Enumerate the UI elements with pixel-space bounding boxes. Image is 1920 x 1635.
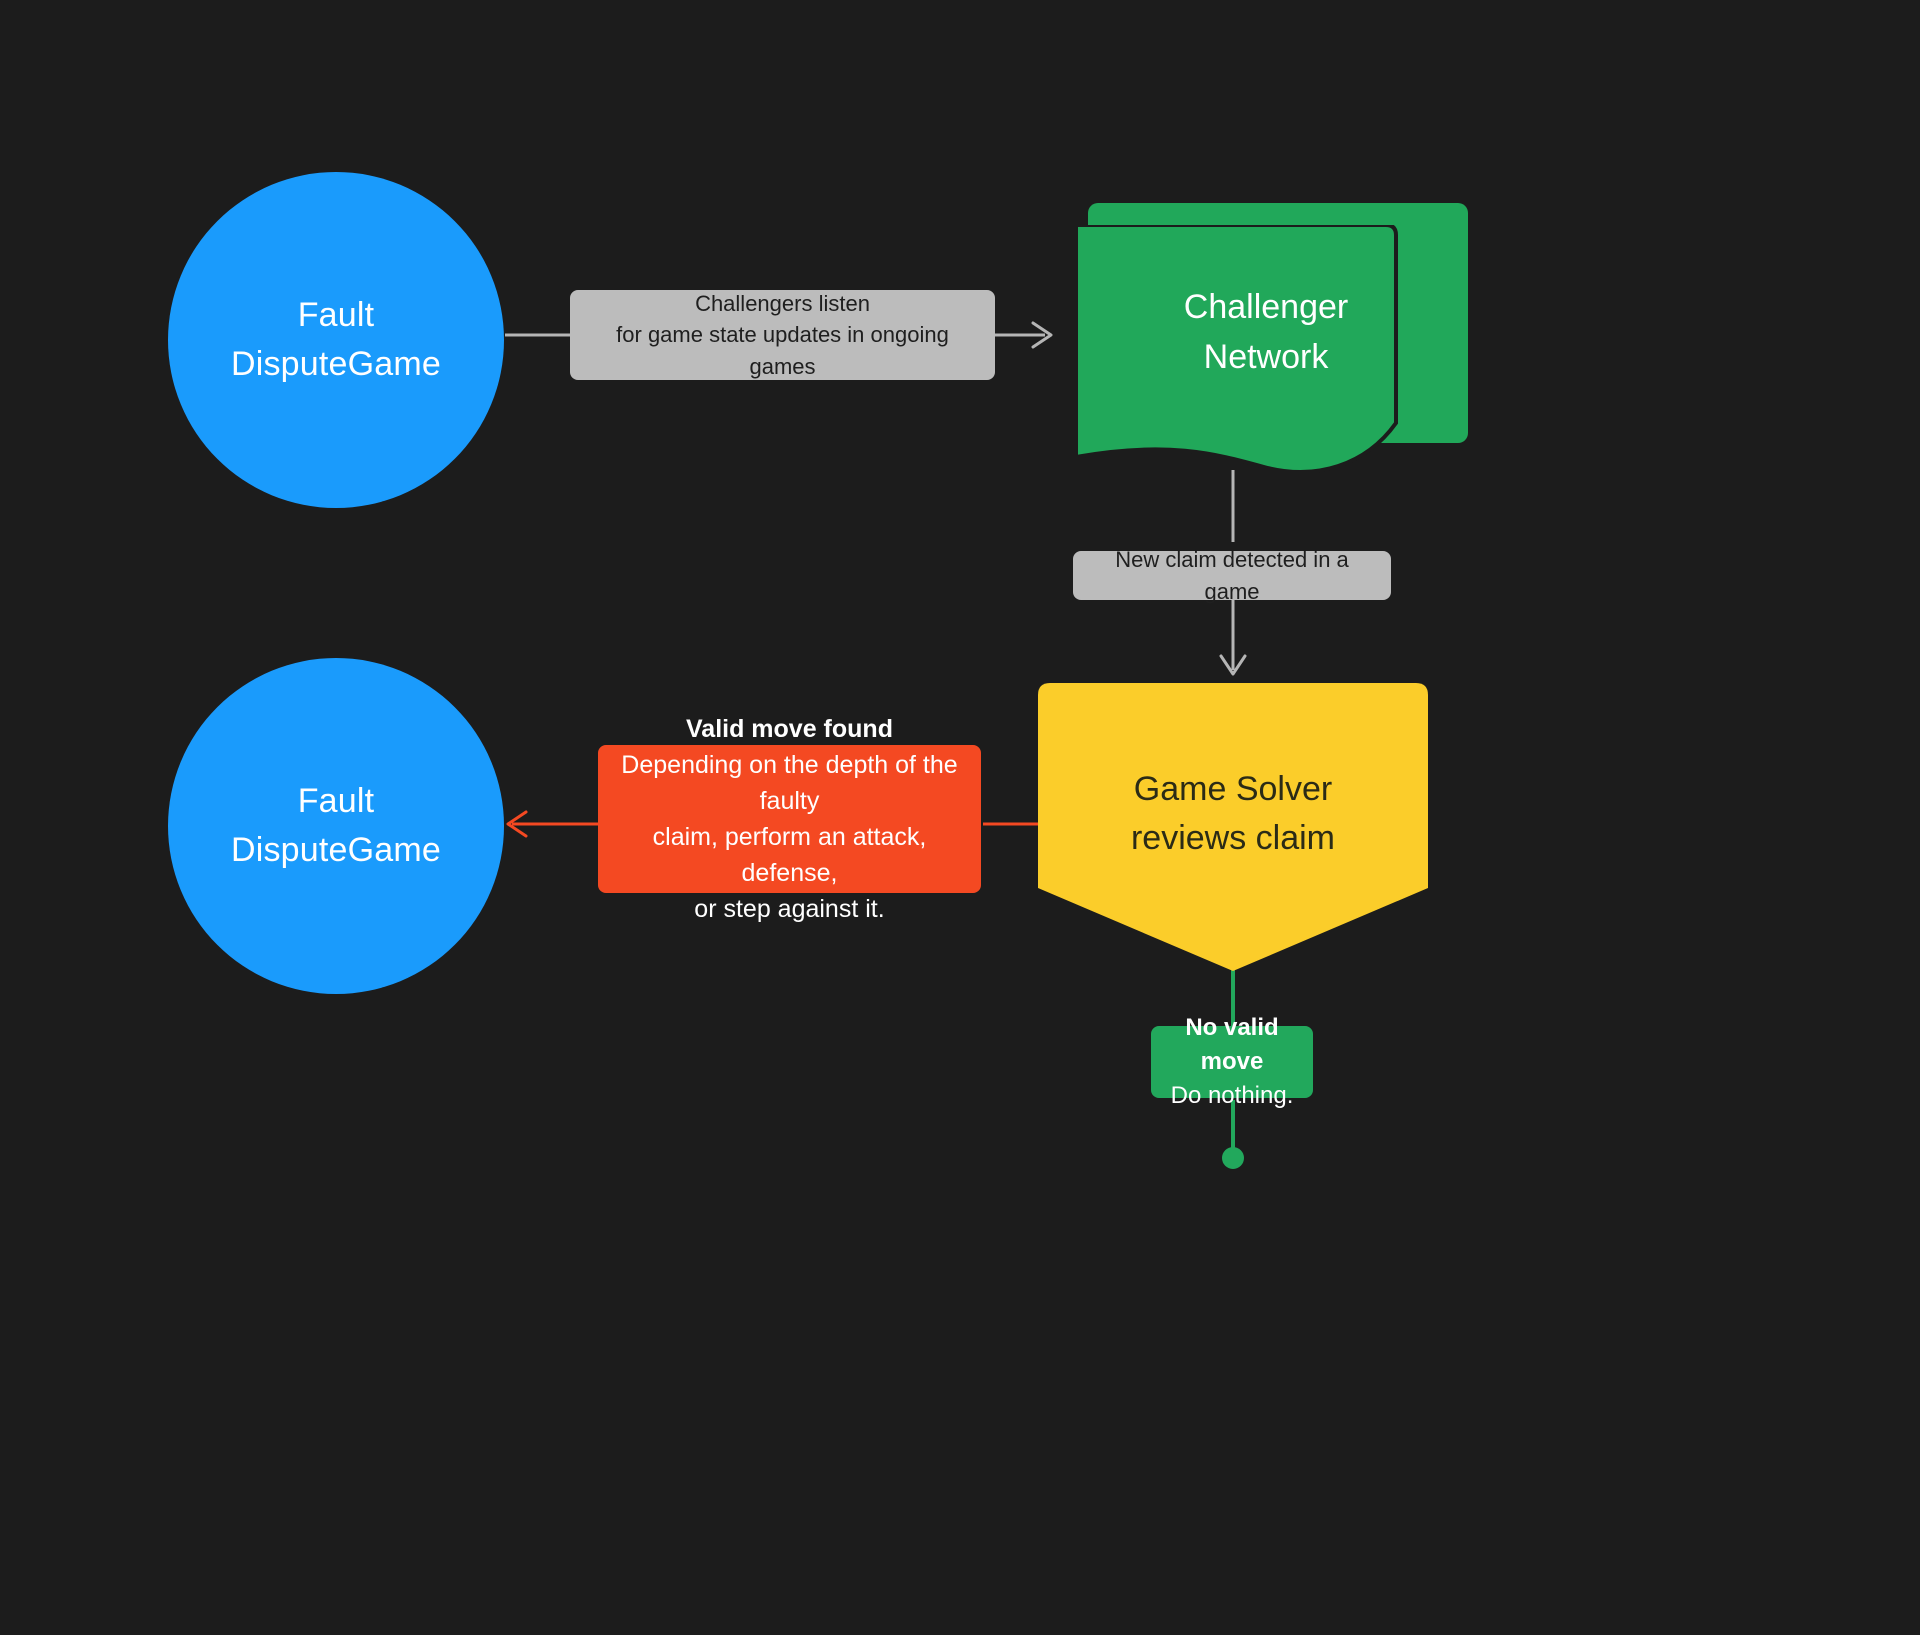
edge-label-line1: Challengers listen (695, 291, 870, 317)
edge-new-claim-connector (1216, 470, 1250, 685)
edge-listen-connector (505, 318, 1065, 352)
edge-label-line1: Depending on the depth of the faulty (621, 751, 958, 815)
node-fault-dispute-game-top[interactable]: Fault DisputeGame (168, 172, 504, 508)
edge-label-challengers-listen[interactable]: Challengers listen for game state update… (570, 290, 995, 380)
edge-label-line1: Do nothing. (1170, 1082, 1294, 1110)
edge-label-line3: or step against it. (694, 895, 885, 923)
edge-label-line2: claim, perform an attack, defense, (652, 823, 927, 887)
document-stack-front-sheet (1066, 225, 1466, 478)
node-challenger-network[interactable]: Challenger Network (1066, 203, 1468, 478)
edge-label-new-claim-detected[interactable]: New claim detected in a game (1073, 547, 1391, 604)
edge-label-line2: for game state updates in ongoing games (616, 322, 949, 379)
node-fault-dispute-game-bottom[interactable]: Fault DisputeGame (168, 658, 504, 994)
edge-label-title: No valid move (1185, 1013, 1279, 1075)
node-label-line1: Fault (297, 781, 375, 820)
edge-label-valid-move-found[interactable]: Valid move found Depending on the depth … (598, 715, 981, 923)
node-label-line1: Fault (297, 295, 375, 334)
edge-label-line1: New claim detected in a game (1115, 547, 1349, 604)
node-label-line2: DisputeGame (230, 831, 442, 869)
edge-label-title: Valid move found (686, 715, 893, 743)
node-game-solver[interactable]: Game Solver reviews claim (1038, 683, 1428, 1028)
terminal-dot (1222, 1147, 1244, 1169)
edge-label-no-valid-move[interactable]: No valid move Do nothing. (1151, 1014, 1313, 1109)
node-label-line2: DisputeGame (230, 345, 442, 383)
